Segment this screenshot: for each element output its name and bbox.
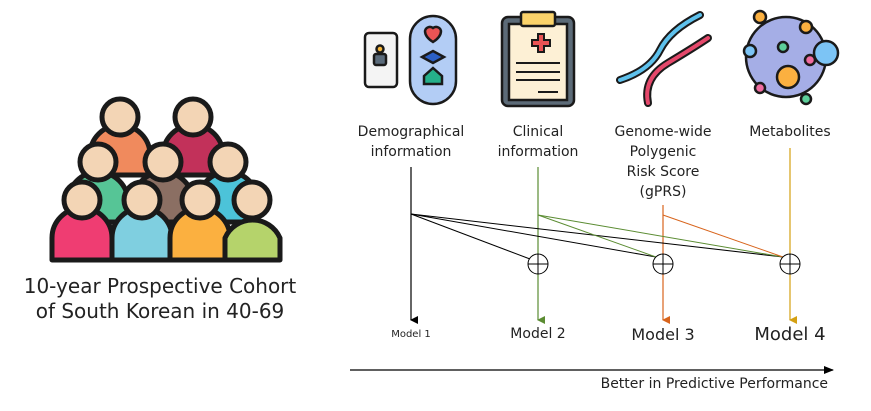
combine-icon-model4 — [779, 253, 801, 275]
demographic-to-model3 — [410, 213, 657, 258]
label-line: Clinical — [512, 124, 564, 140]
demographic-to-model2 — [410, 213, 531, 260]
clinical-to-model4 — [537, 214, 784, 258]
metabolite-icon — [742, 9, 840, 106]
source-label-demographic: Demographical information — [358, 122, 465, 162]
label-line: Demographical — [357, 124, 465, 140]
source-label-metabolites: Metabolites — [749, 122, 830, 142]
model-1-label: Model 1 — [391, 329, 431, 340]
label-line: Risk Score — [626, 164, 700, 180]
axis-label: Better in Predictive Performance — [600, 376, 828, 392]
label-line: information — [497, 144, 579, 160]
cohort-line-1: 10-year Prospective Cohort — [23, 274, 297, 298]
model-3-label: Model 3 — [631, 325, 695, 344]
source-label-gprs: Genome-wide Polygenic Risk Score (gPRS) — [614, 122, 711, 202]
model-2-label: Model 2 — [510, 326, 566, 342]
clinical-to-model3 — [537, 214, 657, 258]
demographics-icon — [363, 14, 458, 106]
label-line: Metabolites — [749, 124, 831, 140]
label-line: Genome-wide — [614, 124, 712, 140]
gprs-to-model4 — [662, 214, 784, 258]
dna-icon — [616, 11, 712, 107]
source-label-clinical: Clinical information — [498, 122, 579, 162]
label-line: Polygenic — [629, 144, 697, 160]
label-line: (gPRS) — [639, 184, 687, 200]
combine-icon-model3 — [652, 253, 674, 275]
cohort-line-2: of South Korean in 40-69 — [35, 299, 285, 323]
clipboard-icon — [500, 10, 576, 108]
combine-icon-model2 — [527, 253, 549, 275]
cohort-description: 10-year Prospective Cohort of South Kore… — [10, 274, 310, 324]
label-line: information — [370, 144, 452, 160]
model-4-label: Model 4 — [754, 324, 826, 345]
